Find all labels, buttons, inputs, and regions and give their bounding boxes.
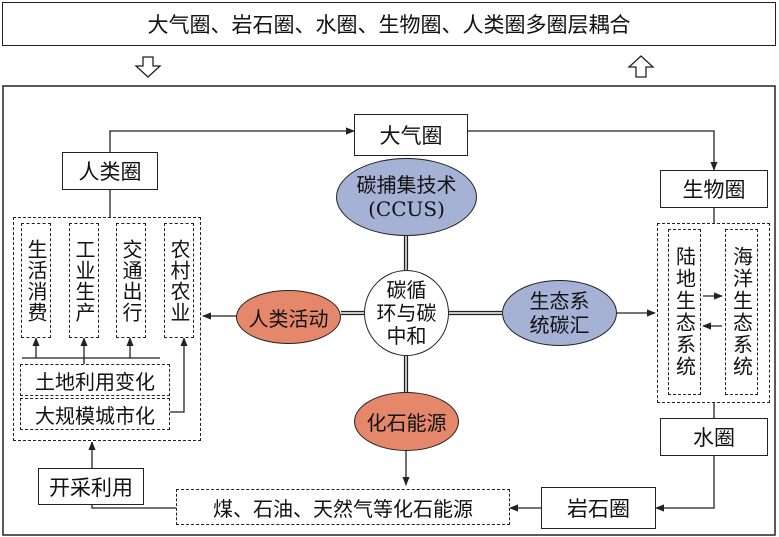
land-use-change-box: 土地利用变化 — [20, 364, 170, 396]
fossil-energy-ellipse: 化石能源 — [354, 392, 459, 451]
biosphere-box: 生物圈 — [660, 170, 768, 208]
atmosphere-to-biosphere-arrow — [468, 130, 718, 171]
ccus-line-2: (CCUS) — [368, 197, 445, 221]
human-sphere-box: 人类圈 — [62, 152, 158, 190]
eco-sink-line-2: 统碳汇 — [529, 313, 590, 337]
land-ecosystem-box: 陆地生态系统 — [668, 229, 701, 395]
center-line-2: 环与碳 — [376, 300, 437, 325]
human-activity-label: 人类活动 — [248, 306, 329, 331]
fossil-to-exploit-line — [91, 505, 176, 509]
center-carbon-circle: 碳循 环与碳 中和 — [364, 270, 449, 356]
center-line-1: 碳循 — [386, 277, 427, 302]
human-activity-ellipse: 人类活动 — [236, 290, 341, 344]
sector-rural-agriculture: 农村农业 — [164, 223, 194, 338]
sector-transportation: 交通出行 — [116, 223, 146, 338]
hydrosphere-box: 水圈 — [660, 418, 768, 456]
urbanization-box: 大规模城市化 — [20, 398, 170, 430]
center-line-3: 中和 — [386, 323, 427, 348]
exploitation-box: 开采利用 — [38, 468, 144, 505]
ccus-line-1: 碳捕集技术 — [356, 173, 457, 197]
urban-to-rural-arrow — [170, 337, 188, 413]
sector-industrial-production: 工业生产 — [69, 223, 99, 338]
sector-living-consumption: 生活消费 — [21, 223, 51, 338]
lithosphere-box: 岩石圈 — [541, 487, 656, 529]
ocean-ecosystem-box: 海洋生态系统 — [725, 229, 758, 395]
ccus-ellipse: 碳捕集技术 (CCUS) — [336, 158, 477, 236]
hollow-up-arrow — [627, 55, 655, 78]
fossil-energy-label: 化石能源 — [366, 411, 447, 435]
eco-sink-line-1: 生态系 — [529, 289, 590, 313]
ecosystem-group — [657, 223, 770, 403]
human-to-atmosphere-arrow — [109, 127, 355, 152]
hollow-down-arrow — [134, 56, 162, 78]
outer-frame — [2, 85, 776, 536]
human-sectors-group — [13, 217, 201, 441]
coupling-banner: 大气圈、岩石圈、水圈、生物圈、人类圈多圈层耦合 — [2, 2, 776, 46]
atmosphere-box: 大气圈 — [354, 114, 468, 156]
fossil-resources-box: 煤、石油、天然气等化石能源 — [176, 489, 510, 525]
hydro-to-litho-arrow — [655, 454, 715, 512]
ecosystem-sink-ellipse: 生态系 统碳汇 — [502, 280, 617, 346]
